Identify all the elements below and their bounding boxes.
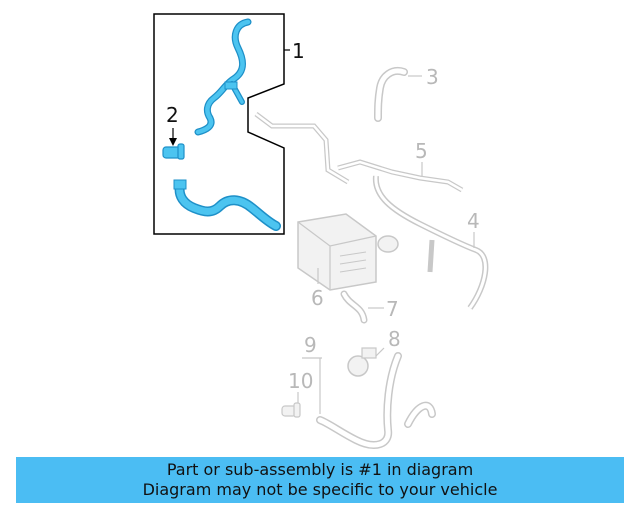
- callout-4-label: 4: [467, 209, 480, 233]
- lower-hose-assembly: [316, 352, 436, 449]
- vent-pipe: [254, 112, 464, 193]
- callout-10-label: 10: [288, 369, 313, 393]
- callout-arrow-2: [169, 138, 177, 146]
- banner-line-2: Diagram may not be specific to your vehi…: [142, 480, 498, 499]
- callout-1-label: 1: [292, 39, 305, 63]
- part-8-valve: [347, 347, 377, 377]
- clamp-part-2: [162, 143, 185, 160]
- callout-9-label: 9: [304, 333, 317, 357]
- part-info-banner: Part or sub-assembly is #1 in diagram Di…: [16, 457, 624, 503]
- callout-3-label: 3: [426, 65, 439, 89]
- callout-leader-8: [375, 347, 385, 357]
- part-3-hose: [374, 67, 408, 122]
- sub-assembly-outline: [153, 13, 285, 235]
- callout-6-label: 6: [311, 286, 324, 310]
- callout-2-label: 2: [166, 103, 179, 127]
- callout-7-label: 7: [386, 297, 399, 321]
- callout-8-label: 8: [388, 327, 401, 351]
- part-7-hose: [340, 290, 368, 324]
- part-4-hose: [372, 175, 489, 310]
- lower-hose: [173, 179, 281, 231]
- part-10-connector: [281, 402, 301, 418]
- upper-hose: [194, 18, 252, 136]
- callout-5-label: 5: [415, 139, 428, 163]
- banner-line-1: Part or sub-assembly is #1 in diagram: [166, 460, 474, 479]
- part-6-canister: [297, 213, 399, 291]
